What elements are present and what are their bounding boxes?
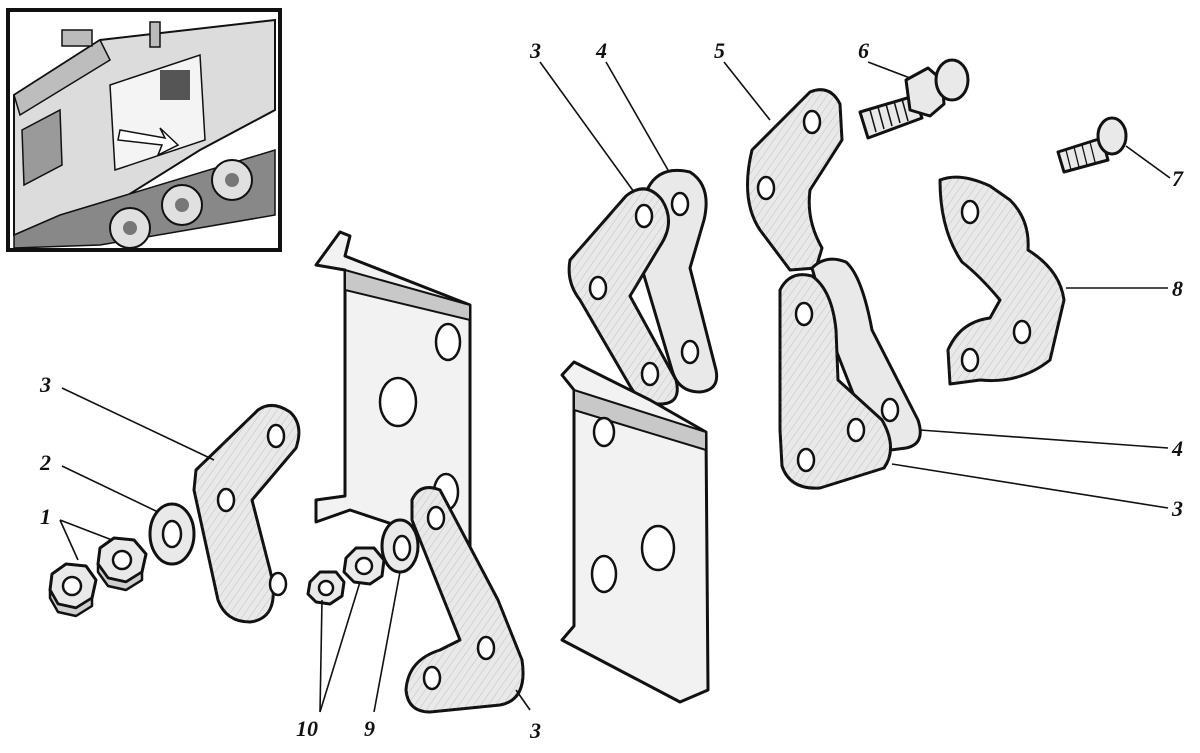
callout-2: 2: [39, 450, 51, 475]
callout-9: 9: [364, 716, 375, 741]
nut-10-front: [306, 570, 346, 606]
vehicle-location-inset: [6, 8, 282, 252]
callout-7: 7: [1172, 166, 1184, 191]
leader-lines: [59, 61, 1171, 713]
callout-3-right: 3: [1171, 496, 1183, 521]
callout-10: 10: [296, 716, 318, 741]
washer-2: [148, 502, 196, 566]
callout-4-right: 4: [1171, 436, 1183, 461]
mounting-plate-left: [314, 230, 472, 552]
nut-1-front: [48, 562, 98, 618]
bracket-3-bottom: [404, 486, 525, 714]
bracket-4-right: [810, 257, 922, 454]
callout-3-top: 3: [529, 38, 541, 63]
nut-1-back: [96, 536, 148, 592]
washer-9: [380, 518, 420, 574]
mounting-plate-center: [560, 360, 710, 704]
nut-10-back: [342, 546, 386, 586]
callout-3-left: 3: [39, 372, 51, 397]
bolt-7: [1056, 116, 1128, 174]
callout-3-bottom: 3: [529, 718, 541, 743]
callout-5: 5: [714, 38, 725, 63]
plate-5: [746, 88, 844, 272]
plate-8: [938, 175, 1066, 386]
callout-4-top: 4: [595, 38, 607, 63]
bolt-6: [858, 58, 970, 140]
bracket-3-left: [192, 404, 301, 624]
callout-8: 8: [1172, 276, 1183, 301]
callout-6: 6: [858, 38, 869, 63]
callout-1: 1: [40, 504, 51, 529]
bracket-3-top: [567, 187, 679, 406]
bracket-3-right: [778, 273, 892, 490]
